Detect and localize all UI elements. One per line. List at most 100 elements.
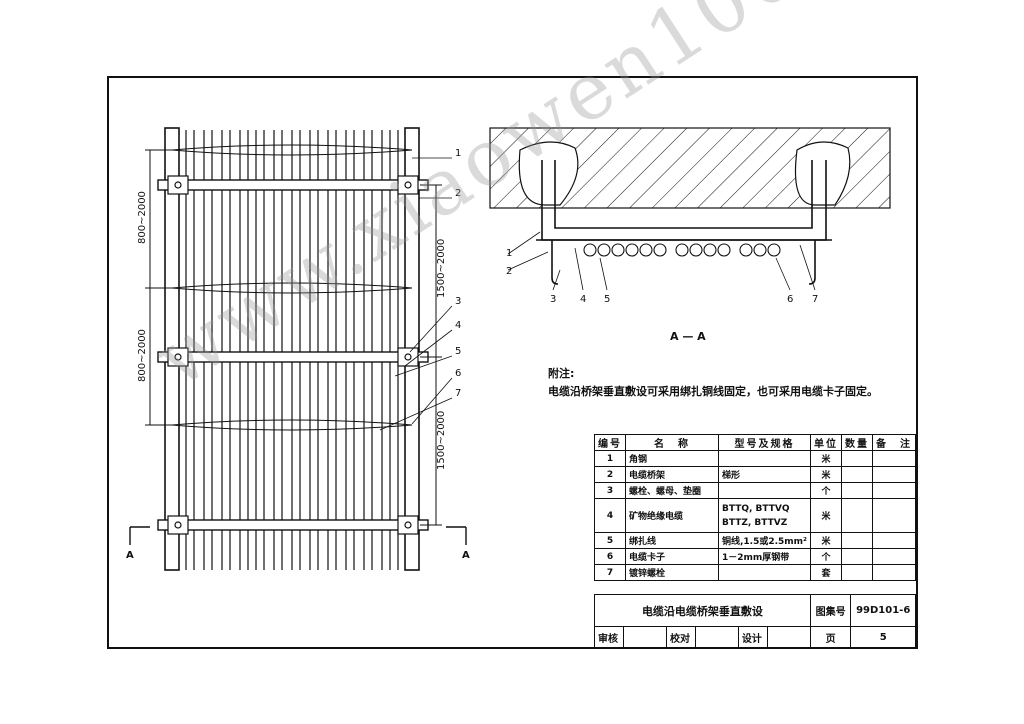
callout-7: 7	[455, 388, 461, 399]
callout-2: 2	[455, 188, 461, 199]
bom-cell: 铜线,1.5或2.5mm²	[717, 532, 812, 549]
bom-header: 编号 名 称 型号及规格 单位 数量 备 注	[594, 434, 916, 451]
sec-callout-3: 3	[550, 294, 556, 305]
cable-bundle	[185, 130, 399, 570]
bom-cell: 2	[594, 466, 626, 483]
bom-cell: 7	[594, 564, 626, 581]
bom-cell: 个	[810, 548, 842, 565]
bom-cell	[872, 564, 916, 581]
bom-cell: 镀锌螺栓	[625, 564, 719, 581]
right-dimension	[420, 184, 442, 526]
section-cables	[583, 243, 781, 257]
bom-cell	[872, 532, 916, 549]
bom-cell: BTTQ, BTTVQ BTTZ, BTTVZ	[717, 498, 812, 533]
bom-cell	[841, 564, 873, 581]
embed-right	[794, 141, 851, 206]
bom-cell	[872, 450, 916, 467]
section-mark-left: A	[126, 550, 134, 561]
sec-callout-4: 4	[580, 294, 586, 305]
review-signature	[622, 626, 667, 649]
bom-cell: 米	[810, 450, 842, 467]
bom-cell: 3	[594, 482, 626, 499]
table-row: 7 镀锌螺栓 套	[594, 564, 916, 581]
bom-h-name: 名 称	[625, 434, 719, 451]
bom-cell: 5	[594, 532, 626, 549]
design-signature	[766, 626, 811, 649]
tray-channel	[536, 160, 832, 241]
bolts	[167, 175, 419, 535]
bom-cell: 矿物绝缘电缆	[625, 498, 719, 533]
hooks	[551, 240, 816, 285]
bom-cell: 电缆桥架	[625, 466, 719, 483]
note-text: 电缆沿桥架垂直敷设可采用绑扎铜线固定，也可采用电缆卡子固定。	[548, 385, 878, 398]
atlas-number: 99D101-6	[850, 594, 916, 627]
sec-callout-6: 6	[787, 294, 793, 305]
bom-cell: 米	[810, 466, 842, 483]
bom-cell: 米	[810, 532, 842, 549]
sec-callout-2: 2	[506, 266, 512, 277]
bom-cell	[841, 466, 873, 483]
title-block: 电缆沿电缆桥架垂直敷设 图集号 99D101-6 审核 校对 设计 页 5	[594, 594, 916, 649]
check-signature	[694, 626, 739, 649]
page-label: 页	[809, 626, 852, 649]
callout-leaders	[379, 157, 453, 431]
sec-callout-7: 7	[812, 294, 818, 305]
bom-cell	[872, 498, 916, 533]
bom-cell	[717, 564, 812, 581]
atlas-label: 图集号	[809, 594, 852, 627]
bom-cell	[841, 548, 873, 565]
callout-6: 6	[455, 368, 461, 379]
bom-cell: 梯形	[717, 466, 812, 483]
check-label: 校对	[665, 626, 696, 649]
callout-numbers: 1 2 3 4 5 6 7	[455, 148, 461, 399]
callout-3: 3	[455, 296, 461, 307]
sec-callout-5: 5	[604, 294, 610, 305]
embed-left	[518, 141, 579, 206]
bom-cell	[841, 498, 873, 533]
bill-of-materials: 编号 名 称 型号及规格 单位 数量 备 注 1 角钢 米 2 电缆桥架 梯形 …	[594, 434, 916, 581]
table-row: 4 矿物绝缘电缆 BTTQ, BTTVQ BTTZ, BTTVZ 米	[594, 498, 916, 533]
bom-h-qty: 数量	[841, 434, 873, 451]
callout-4: 4	[455, 320, 461, 331]
bom-cell: 4	[594, 498, 626, 533]
bom-cell: 米	[810, 498, 842, 533]
bom-cell	[841, 450, 873, 467]
table-row: 5 绑扎线 铜线,1.5或2.5mm² 米	[594, 532, 916, 549]
bom-cell: 套	[810, 564, 842, 581]
dim-right-1: 1500~2000	[436, 239, 447, 298]
bom-h-no: 编号	[594, 434, 626, 451]
section-cut-line	[129, 526, 467, 545]
table-row: 6 电缆卡子 1－2mm厚钢带 个	[594, 548, 916, 565]
section-leaders	[507, 231, 816, 291]
bom-cell: 螺栓、螺母、垫圈	[625, 482, 719, 499]
drawing-title: 电缆沿电缆桥架垂直敷设	[594, 594, 811, 627]
table-row: 1 角钢 米	[594, 450, 916, 467]
bom-spec-line: BTTZ, BTTVZ	[721, 517, 788, 528]
table-row: 3 螺栓、螺母、垫圈 个	[594, 482, 916, 499]
design-label: 设计	[737, 626, 768, 649]
bom-h-remark: 备 注	[872, 434, 916, 451]
bom-cell	[872, 482, 916, 499]
section-title: A — A	[670, 330, 706, 343]
drawing-frame	[107, 76, 918, 649]
bom-cell	[717, 450, 812, 467]
bom-cell: 角钢	[625, 450, 719, 467]
bom-cell	[841, 532, 873, 549]
bom-cell: 绑扎线	[625, 532, 719, 549]
callout-1: 1	[455, 148, 461, 159]
bom-cell	[872, 466, 916, 483]
table-row: 2 电缆桥架 梯形 米	[594, 466, 916, 483]
page-number: 5	[850, 626, 916, 649]
bom-cell	[717, 482, 812, 499]
bom-h-spec: 型号及规格	[717, 434, 812, 451]
bom-spec-line: BTTQ, BTTVQ	[721, 503, 790, 514]
bom-cell: 个	[810, 482, 842, 499]
bom-cell: 6	[594, 548, 626, 565]
binding-wires	[171, 144, 413, 431]
bom-cell: 1	[594, 450, 626, 467]
note-heading: 附注:	[548, 367, 575, 380]
bom-h-unit: 单位	[810, 434, 842, 451]
dim-left-2: 800~2000	[137, 329, 148, 382]
